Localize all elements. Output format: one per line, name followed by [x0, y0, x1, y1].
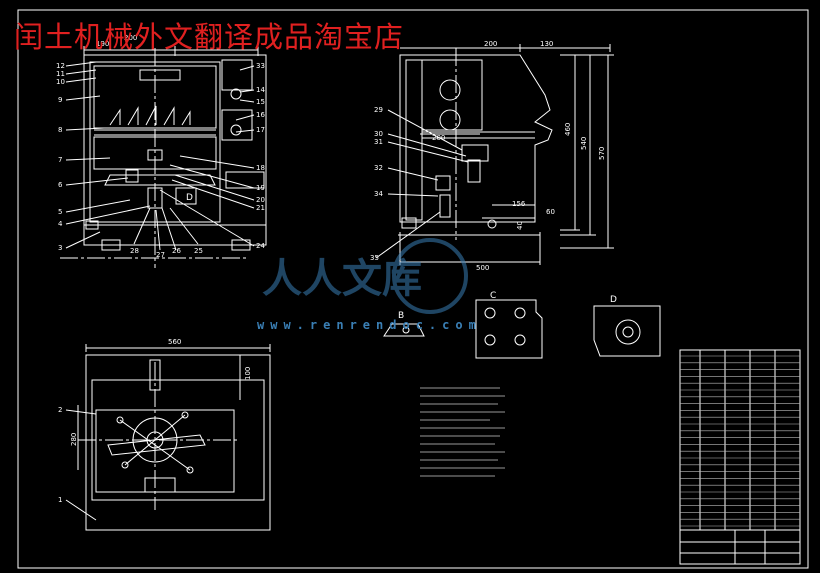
- front-callout-right: 21: [256, 204, 265, 212]
- parts-list-rows: [680, 355, 800, 527]
- front-callout-right: 24: [256, 242, 265, 250]
- drawing-frame: [17, 9, 809, 569]
- front-callout-right: 33: [256, 62, 265, 70]
- side-dim-inner: 200: [432, 134, 445, 142]
- front-section-label: D: [186, 193, 193, 203]
- side-callout: 34: [374, 190, 383, 198]
- front-callout-right: 15: [256, 98, 265, 106]
- front-callout-right: 20: [256, 196, 265, 204]
- front-callout-left: 10: [56, 78, 65, 86]
- front-callout-bottom: 25: [194, 247, 203, 255]
- front-callout-left: 9: [58, 96, 62, 104]
- front-dim-1: 190: [96, 40, 109, 48]
- detail-view-c: [475, 299, 543, 359]
- detail-label-c: C: [490, 291, 496, 301]
- front-callout-bottom: 27: [156, 251, 165, 259]
- watermark-url: www.renrendoc.com: [257, 318, 482, 332]
- plan-callout: 2: [58, 406, 62, 414]
- front-callout-right: 18: [256, 164, 265, 172]
- side-dim-inner: 156: [512, 200, 526, 208]
- svg-text:人人文库: 人人文库: [262, 255, 422, 302]
- plan-view: [65, 344, 271, 531]
- side-callout: 32: [374, 164, 383, 172]
- front-view: [60, 46, 267, 268]
- detail-view-d: [593, 305, 661, 357]
- front-callout-left: 6: [58, 181, 63, 189]
- front-callout-right: 17: [256, 126, 265, 134]
- plan-callout: 1: [58, 496, 62, 504]
- detail-view-b: [383, 323, 425, 337]
- side-view: [375, 44, 614, 265]
- front-callout-bottom: 28: [130, 247, 139, 255]
- side-dim-inner: 40: [516, 221, 524, 230]
- front-callout-left: 8: [58, 126, 62, 134]
- renrendoc-logo: 人人文库: [262, 238, 468, 314]
- front-callout-left: 11: [56, 70, 65, 78]
- detail-label-b: B: [398, 311, 404, 321]
- plan-dim-left: 280: [70, 433, 78, 446]
- front-callout-right: 16: [256, 111, 265, 119]
- front-callout-right: 14: [256, 86, 265, 94]
- front-callout-bottom: 26: [172, 247, 181, 255]
- side-dim-inner: 60: [546, 208, 555, 216]
- side-dim-right: 540: [580, 137, 588, 150]
- side-dim-right: 460: [564, 123, 572, 136]
- front-callout-left: 7: [58, 156, 62, 164]
- side-callout: 31: [374, 138, 383, 146]
- side-callout: 30: [374, 130, 383, 138]
- front-callout-left: 12: [56, 62, 65, 70]
- front-callout-left: 3: [58, 244, 62, 252]
- technical-notes-lines: [420, 387, 505, 477]
- side-dim-top: 200: [484, 40, 497, 48]
- front-callout-left: 5: [58, 208, 62, 216]
- watermark-title: 闰土机械外文翻译成品淘宝店: [14, 20, 405, 54]
- side-dim-bottom: 500: [476, 264, 489, 272]
- side-dim-right: 570: [598, 147, 606, 160]
- front-dim-2: 200: [124, 34, 137, 42]
- side-callout: 35: [370, 254, 379, 262]
- side-dim-top: 130: [540, 40, 553, 48]
- side-callout: 29: [374, 106, 383, 114]
- plan-dim-right: 100: [244, 367, 252, 380]
- title-block: [679, 349, 801, 565]
- plan-dim-top: 560: [168, 338, 181, 346]
- front-callout-right: 19: [256, 184, 265, 192]
- front-callout-left: 4: [58, 220, 63, 228]
- detail-label-d: D: [610, 295, 617, 305]
